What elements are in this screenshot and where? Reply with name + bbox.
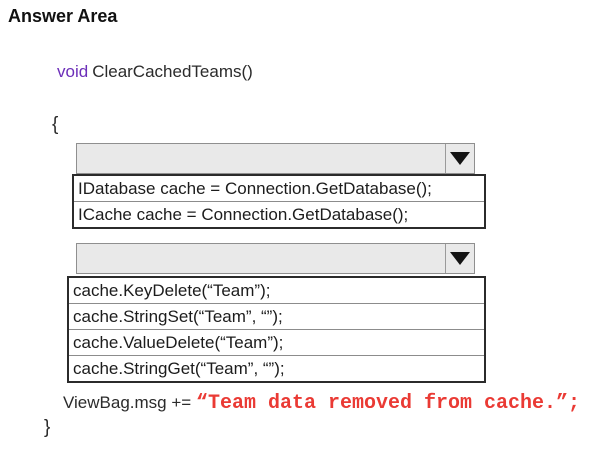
dropdown-2-button[interactable]	[445, 244, 474, 273]
page-title: Answer Area	[8, 6, 118, 26]
chevron-down-icon	[450, 152, 470, 165]
dropdown-1-selected-value[interactable]	[77, 144, 445, 173]
list-option[interactable]: cache.KeyDelete(“Team”);	[69, 278, 484, 303]
viewbag-string-literal: “Team data removed from cache.”;	[195, 392, 580, 415]
options-list-1: IDatabase cache = Connection.GetDatabase…	[72, 174, 486, 229]
dropdown-1[interactable]	[76, 143, 475, 174]
options-list-2: cache.KeyDelete(“Team”);cache.StringSet(…	[67, 276, 486, 383]
dropdown-1-button[interactable]	[445, 144, 474, 173]
dropdown-2-selected-value[interactable]	[77, 244, 445, 273]
list-option[interactable]: cache.StringSet(“Team”, “”);	[69, 303, 484, 329]
list-option[interactable]: cache.ValueDelete(“Team”);	[69, 329, 484, 355]
chevron-down-icon	[450, 252, 470, 265]
list-option[interactable]: ICache cache = Connection.GetDatabase();	[74, 201, 484, 227]
void-keyword: void	[57, 62, 89, 81]
list-option[interactable]: cache.StringGet(“Team”, “”);	[69, 355, 484, 381]
list-option[interactable]: IDatabase cache = Connection.GetDatabase…	[74, 176, 484, 201]
dropdown-2[interactable]	[76, 243, 475, 274]
viewbag-statement: ViewBag.msg += “Team data removed from c…	[63, 392, 580, 415]
viewbag-prefix: ViewBag.msg +=	[63, 393, 196, 412]
open-brace: {	[52, 114, 59, 135]
close-brace: }	[44, 417, 51, 438]
method-name: ClearCachedTeams()	[92, 62, 253, 81]
